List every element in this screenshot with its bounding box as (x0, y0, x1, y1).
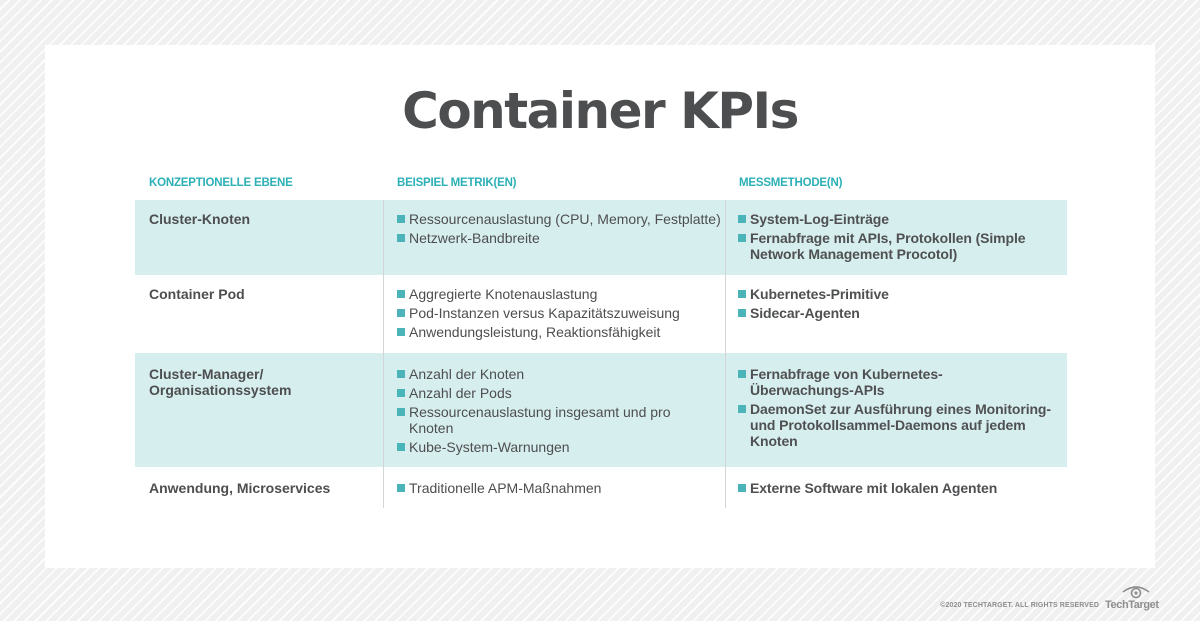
copyright-text: ©2020 TECHTARGET. ALL RIGHTS RESERVED (940, 602, 1099, 609)
header-methods: MESSMETHODE(N) (739, 177, 843, 189)
list-item: Anzahl der Knoten (397, 366, 725, 382)
row-metrics: Ressourcenauslastung (CPU, Memory, Festp… (383, 200, 725, 275)
square-bullet-icon (397, 370, 405, 378)
row-metrics: Anzahl der Knoten Anzahl der Pods Ressou… (383, 353, 725, 467)
square-bullet-icon (738, 309, 746, 317)
square-bullet-icon (738, 484, 746, 492)
square-bullet-icon (397, 484, 405, 492)
square-bullet-icon (397, 328, 405, 336)
square-bullet-icon (738, 215, 746, 223)
list-item: DaemonSet zur Ausführung eines Monitorin… (738, 401, 1067, 449)
page-title: Container KPIs (402, 82, 799, 140)
square-bullet-icon (738, 290, 746, 298)
header-metrics: BEISPIEL METRIK(EN) (397, 177, 517, 189)
row-level: Cluster-Manager/ Organisationssystem (149, 366, 292, 398)
square-bullet-icon (397, 408, 405, 416)
infographic-card: Container KPIs KONZEPTIONELLE EBENE BEIS… (45, 45, 1155, 568)
list-item: Fernabfrage von Kubernetes-Überwachungs-… (738, 366, 1067, 398)
row-level: Cluster-Knoten (149, 211, 251, 227)
list-item: Ressourcenauslastung insgesamt und pro K… (397, 404, 725, 436)
list-item: Pod-Instanzen versus Kapazitätszuweisung (397, 305, 725, 321)
row-methods: System-Log-Einträge Fernabfrage mit APIs… (725, 200, 1067, 275)
eye-logo-icon (1122, 586, 1150, 599)
techtarget-logo: TechTarget (1105, 585, 1159, 611)
row-level: Container Pod (149, 286, 245, 302)
list-item: Aggregierte Knotenauslastung (397, 286, 725, 302)
square-bullet-icon (397, 215, 405, 223)
list-item: Ressourcenauslastung (CPU, Memory, Festp… (397, 211, 725, 227)
row-metrics: Aggregierte Knotenauslastung Pod-Instanz… (383, 275, 725, 353)
row-metrics: Traditionelle APM-Maßnahmen (383, 467, 725, 508)
list-item: Traditionelle APM-Maßnahmen (397, 480, 725, 496)
row-methods: Kubernetes-Primitive Sidecar-Agenten (725, 275, 1067, 353)
header-level: KONZEPTIONELLE EBENE (149, 177, 293, 189)
list-item: System-Log-Einträge (738, 211, 1067, 227)
square-bullet-icon (397, 389, 405, 397)
list-item: Sidecar-Agenten (738, 305, 1067, 321)
row-methods: Fernabfrage von Kubernetes-Überwachungs-… (725, 353, 1067, 467)
table-row: Cluster-Manager/ Organisationssystem Anz… (135, 353, 1067, 467)
square-bullet-icon (397, 290, 405, 298)
row-level: Anwendung, Microservices (149, 480, 331, 496)
footer: ©2020 TECHTARGET. ALL RIGHTS RESERVED Te… (940, 585, 1159, 611)
square-bullet-icon (738, 405, 746, 413)
table-row: Anwendung, Microservices Traditionelle A… (135, 467, 1067, 508)
square-bullet-icon (397, 443, 405, 451)
table-row: Container Pod Aggregierte Knotenauslastu… (135, 275, 1067, 353)
list-item: Externe Software mit lokalen Agenten (738, 480, 1067, 496)
table-header: KONZEPTIONELLE EBENE BEISPIEL METRIK(EN)… (135, 175, 1067, 200)
list-item: Anzahl der Pods (397, 385, 725, 401)
square-bullet-icon (397, 309, 405, 317)
logo-text: TechTarget (1105, 599, 1159, 611)
square-bullet-icon (738, 370, 746, 378)
list-item: Anwendungsleistung, Reaktionsfähigkeit (397, 324, 725, 340)
square-bullet-icon (397, 234, 405, 242)
row-methods: Externe Software mit lokalen Agenten (725, 467, 1067, 508)
kpi-table: KONZEPTIONELLE EBENE BEISPIEL METRIK(EN)… (135, 175, 1067, 508)
list-item: Kube-System-Warnungen (397, 439, 725, 455)
list-item: Fernabfrage mit APIs, Protokollen (Simpl… (738, 230, 1067, 262)
list-item: Netzwerk-Bandbreite (397, 230, 725, 246)
square-bullet-icon (738, 234, 746, 242)
list-item: Kubernetes-Primitive (738, 286, 1067, 302)
table-row: Cluster-Knoten Ressourcenauslastung (CPU… (135, 200, 1067, 275)
